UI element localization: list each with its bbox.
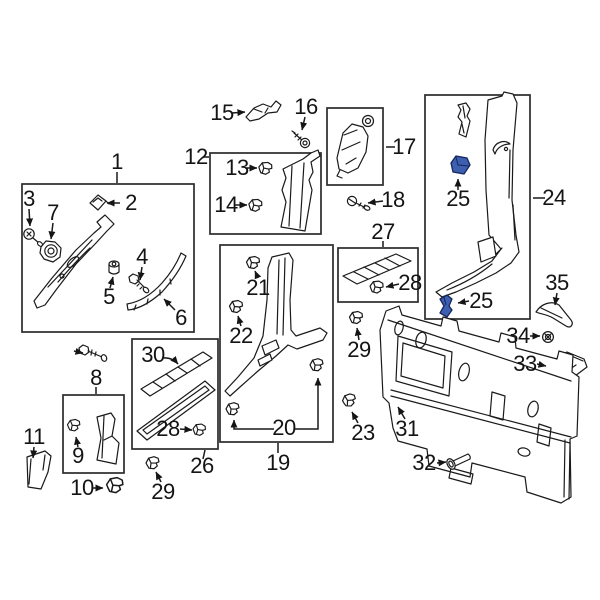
part-scuff-plate-27 [342,253,412,285]
callout-29-upper[interactable]: 29 [347,337,371,362]
callout-17[interactable]: 17 [392,134,416,159]
group-box-8 [62,394,125,474]
part-grommet-7 [39,240,62,263]
group-box-26 [131,338,219,450]
callout-12[interactable]: 12 [184,144,208,169]
part-clip-13 [257,160,273,176]
group-box-24 [424,94,531,320]
part-bracket-35 [535,302,573,328]
part-clip-25-upper-highlighted [450,155,471,175]
callout-25-lower[interactable]: 25 [469,288,493,313]
callout-33[interactable]: 33 [513,351,537,376]
callout-10[interactable]: 10 [70,475,94,500]
part-back-panel-31 [379,305,580,504]
callout-19[interactable]: 19 [266,450,290,475]
part-clip-28 [369,279,385,295]
part-apillar-trim-panel [33,214,115,309]
part-clip-21 [245,255,261,270]
callout-21[interactable]: 21 [246,275,270,300]
part-bpillar-lower-trim [224,252,328,397]
callout-23[interactable]: 23 [351,420,375,445]
callout-connectors [26,109,560,492]
part-screw-18 [346,195,371,211]
part-kick-panel-8 [96,412,120,465]
part-screw-16 [291,130,311,149]
part-clip-29 [348,310,364,325]
part-retainer-strip-6 [126,252,187,311]
group-box-27 [337,247,419,303]
part-bolt-4 [128,273,150,294]
part-clip-28b [192,422,207,437]
part-coat-hook-17 [336,114,375,179]
group-box-1 [21,183,195,333]
callout-35[interactable]: 35 [545,270,569,295]
part-clip-20-left [224,401,241,417]
callout-34[interactable]: 34 [506,323,530,348]
callout-18[interactable]: 18 [381,187,405,212]
callout-20[interactable]: 20 [272,415,296,440]
callout-3[interactable]: 3 [23,186,35,211]
part-pin-5 [108,260,120,275]
part-nut-34 [541,331,554,344]
part-cpillar-trim-panel [435,91,520,298]
group-box-12 [209,152,322,235]
callout-25-upper[interactable]: 25 [446,186,470,211]
callout-24[interactable]: 24 [542,185,566,210]
part-clip-10 [105,476,124,494]
group-box-17 [326,107,384,186]
callout-11[interactable]: 11 [23,424,45,449]
part-pushpin-32 [446,453,471,470]
callout-6[interactable]: 6 [175,305,187,330]
callout-2[interactable]: 2 [125,190,137,215]
callout-32[interactable]: 32 [412,450,436,475]
callout-28-box26[interactable]: 28 [156,416,180,441]
callout-14[interactable]: 14 [214,192,238,217]
callout-7[interactable]: 7 [47,200,59,225]
callout-26[interactable]: 26 [190,453,214,478]
callout-8[interactable]: 8 [90,365,102,390]
callout-27[interactable]: 27 [371,219,395,244]
part-bpillar-upper-trim [280,149,321,232]
part-sill-plates-30 [136,351,216,441]
part-clip-20-right [308,357,325,373]
part-clip-24-top [457,102,471,138]
callout-16[interactable]: 16 [294,94,318,119]
part-screw-3 [23,228,44,247]
callout-5[interactable]: 5 [103,284,115,309]
part-clip-25-lower-highlighted [439,294,453,318]
part-clip-29b [144,455,161,471]
group-box-19 [219,244,334,443]
callout-13[interactable]: 13 [225,155,249,180]
part-bolt-4b [78,344,108,362]
part-clip-9 [66,418,81,432]
part-clip-22 [228,299,244,314]
part-bracket-15 [245,100,282,122]
part-cowl-panel-11 [26,450,52,490]
callout-15[interactable]: 15 [210,100,234,125]
part-clip-14 [247,197,263,213]
callout-4[interactable]: 4 [136,244,148,269]
part-clip-23 [340,392,358,408]
callout-31[interactable]: 31 [395,416,419,441]
callout-22[interactable]: 22 [229,323,253,348]
callout-28-box27[interactable]: 28 [398,270,422,295]
callout-1[interactable]: 1 [111,149,123,174]
part-clip-2 [89,194,110,211]
callout-30[interactable]: 30 [141,342,165,367]
callout-29-lower[interactable]: 29 [151,479,175,504]
callout-9[interactable]: 9 [72,443,84,468]
